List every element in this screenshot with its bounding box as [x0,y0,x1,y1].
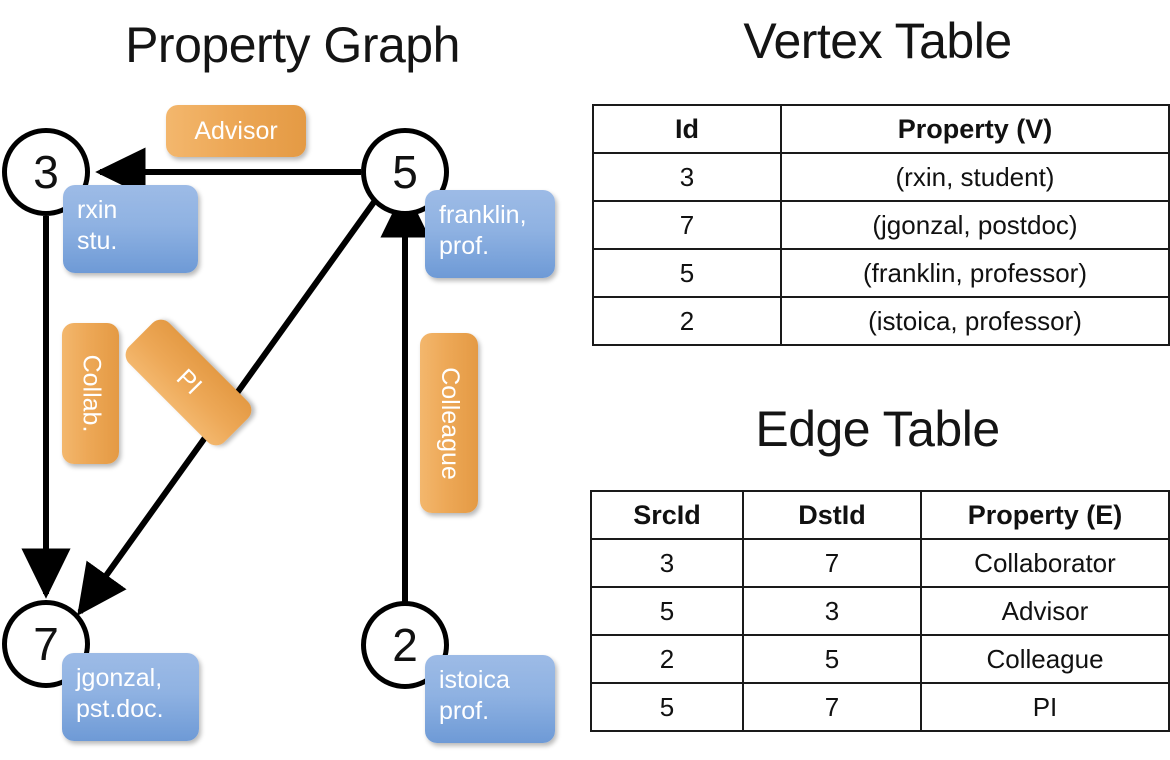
page-title-vertex-table: Vertex Table [743,13,1012,69]
edge-row-2-dst: 5 [742,634,922,684]
edge-label-collab: Collab. [62,323,119,464]
table-row[interactable]: 3 7 Collaborator [590,538,1170,588]
page-title-property-graph: Property Graph [125,17,460,73]
graph-node-2-label: 2 [392,619,418,671]
edge-label-advisor-text: Advisor [194,116,278,145]
edge-row-3-dst: 7 [742,682,922,732]
edge-row-0-src: 3 [590,538,744,588]
edge-row-3-property: PI [920,682,1170,732]
node-property-jgonzal-line2: pst.doc. [76,694,164,723]
table-row[interactable]: 3 (rxin, student) [592,152,1170,202]
node-property-jgonzal-line1: jgonzal, [76,664,163,692]
edge-row-2-property: Colleague [920,634,1170,684]
vertex-row-2-id: 5 [592,248,782,298]
node-property-istoica-line1: istoica [439,666,510,694]
edge-label-colleague-text: Colleague [435,366,464,480]
edge-label-collab-text: Collab. [77,354,106,433]
table-row[interactable]: 5 (franklin, professor) [592,248,1170,298]
edge-label-pi-text: PI [170,363,208,401]
table-row[interactable]: 5 7 PI [590,682,1170,732]
node-property-franklin-line2: prof. [439,231,490,260]
edge-table-header-dstid: DstId [742,490,922,540]
vertex-row-1-property: (jgonzal, postdoc) [780,200,1170,250]
vertex-row-0-id: 3 [592,152,782,202]
table-row[interactable]: 2 5 Colleague [590,634,1170,684]
graph-node-5-label: 5 [392,146,418,198]
edge-label-advisor: Advisor [166,105,306,157]
node-property-box-istoica: istoica prof. [425,655,555,743]
vertex-row-0-property: (rxin, student) [780,152,1170,202]
vertex-table-header-property: Property (V) [780,104,1170,154]
edge-row-2-src: 2 [590,634,744,684]
node-property-istoica-line2: prof. [439,696,490,725]
vertex-table-header-id: Id [592,104,782,154]
graph-node-3-label: 3 [33,146,59,198]
node-property-box-jgonzal: jgonzal, pst.doc. [62,653,199,741]
node-property-rxin-line1: rxin [77,196,118,224]
table-row[interactable]: 5 3 Advisor [590,586,1170,636]
table-row[interactable]: 7 (jgonzal, postdoc) [592,200,1170,250]
graph-node-7-label: 7 [33,618,59,670]
edge-row-0-property: Collaborator [920,538,1170,588]
edge-row-1-src: 5 [590,586,744,636]
edge-table-header-srcid: SrcId [590,490,744,540]
node-property-rxin-line2: stu. [77,226,118,255]
node-property-box-rxin: rxin stu. [63,185,198,273]
edge-label-colleague: Colleague [420,333,478,513]
edge-row-1-dst: 3 [742,586,922,636]
graph-node-3[interactable]: 3 [2,128,90,216]
vertex-row-1-id: 7 [592,200,782,250]
edge-row-0-dst: 7 [742,538,922,588]
page-title-edge-table: Edge Table [755,401,1000,457]
node-property-franklin-line1: franklin, [439,201,527,229]
edge-row-3-src: 5 [590,682,744,732]
edge-table: SrcId DstId Property (E) 3 7 Collaborato… [590,490,1170,732]
vertex-row-3-id: 2 [592,296,782,346]
vertex-row-3-property: (istoica, professor) [780,296,1170,346]
vertex-table: Id Property (V) 3 (rxin, student) 7 (jgo… [592,104,1170,346]
property-graph-diagram: 3 5 7 2 rxin stu. franklin, prof. jgonza… [0,90,585,760]
vertex-row-2-property: (franklin, professor) [780,248,1170,298]
table-row[interactable]: 2 (istoica, professor) [592,296,1170,346]
node-property-box-franklin: franklin, prof. [425,190,555,278]
edge-table-header-row: SrcId DstId Property (E) [590,490,1170,540]
edge-table-header-property: Property (E) [920,490,1170,540]
edge-row-1-property: Advisor [920,586,1170,636]
vertex-table-header-row: Id Property (V) [592,104,1170,154]
